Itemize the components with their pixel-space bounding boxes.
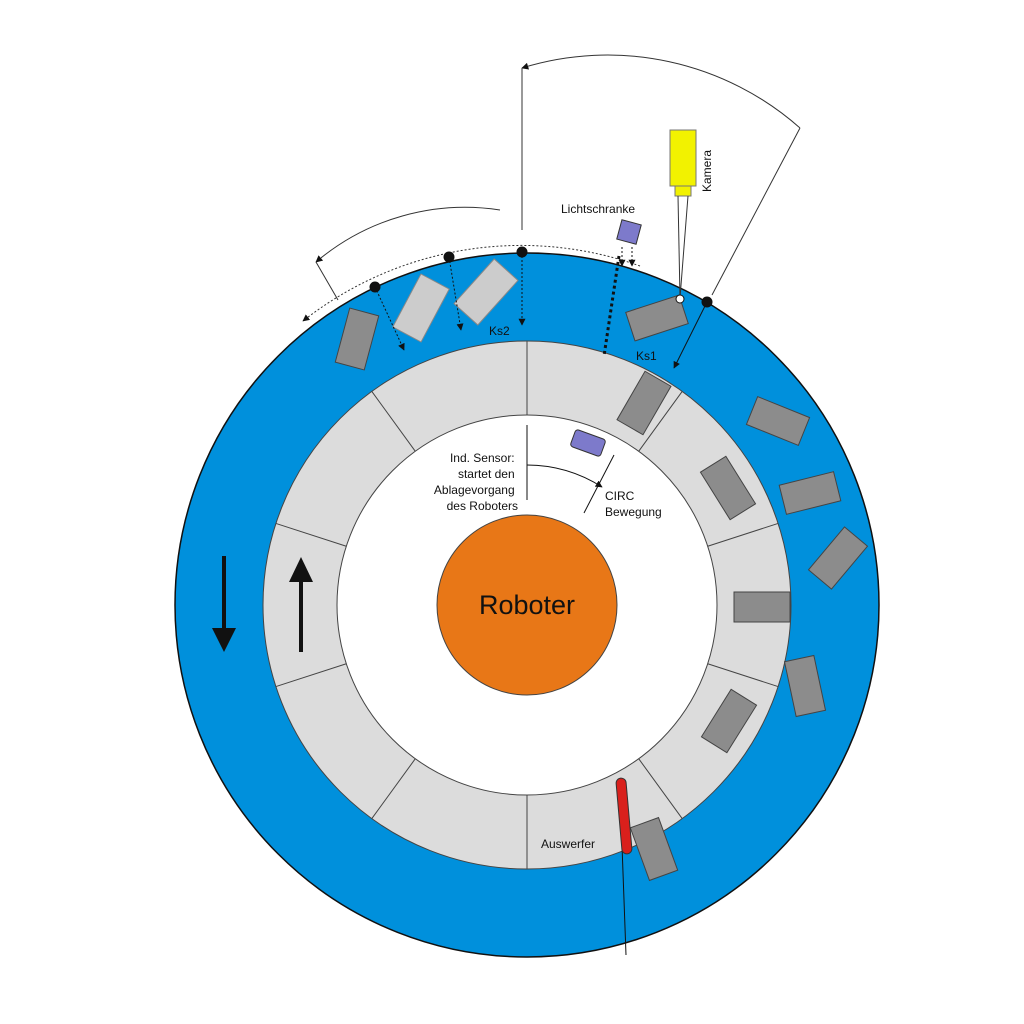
segment-divider	[638, 758, 683, 819]
segment-divider	[638, 391, 683, 452]
part	[733, 591, 791, 623]
inductive-sensor-icon	[570, 429, 606, 457]
circ-text-line: Bewegung	[605, 505, 662, 519]
sensor-text-line: Ind. Sensor:	[450, 451, 515, 465]
range-arcs	[302, 54, 801, 322]
range-line	[711, 127, 801, 296]
sensor-text: Ind. Sensor: startet den Ablagevorgang d…	[434, 451, 518, 513]
segment-divider	[707, 522, 779, 547]
segment-divider	[371, 391, 416, 452]
camera-label: Kamera	[700, 150, 714, 192]
sensor-text-line: Ablagevorgang	[434, 483, 515, 497]
ejector-label: Auswerfer	[541, 837, 595, 851]
camera-ray	[677, 195, 681, 299]
camera-target	[675, 294, 685, 304]
segment-divider	[707, 663, 779, 688]
part	[700, 688, 758, 754]
segment-divider	[371, 758, 416, 819]
pick-arrow	[448, 256, 464, 331]
pick-arrow	[673, 301, 708, 369]
robot-label: Roboter	[479, 590, 575, 620]
part	[783, 654, 827, 718]
ks2-label: Ks2	[489, 324, 510, 338]
part	[629, 816, 679, 882]
part	[699, 455, 757, 521]
light-barrier-icon	[616, 219, 642, 245]
rim-arc	[302, 244, 641, 322]
circ-arc	[526, 464, 603, 488]
table-segments	[275, 341, 779, 869]
light-barrier-beam	[602, 255, 621, 357]
segment-divider	[275, 522, 347, 547]
pick-points	[369, 246, 713, 369]
parts-on-conveyor	[334, 294, 869, 718]
ejector-bar	[615, 777, 633, 855]
part	[616, 370, 672, 436]
camera-ray	[679, 195, 689, 299]
part-lifted	[453, 258, 519, 326]
part	[807, 526, 869, 590]
part	[778, 471, 842, 515]
pick-arrow	[374, 286, 405, 351]
camera-icon	[669, 129, 697, 187]
inductive-sensor	[526, 425, 615, 514]
lifted-parts	[392, 258, 519, 343]
arrow-up-icon	[289, 557, 313, 652]
light-barrier: Lichtschranke	[561, 202, 642, 357]
sensor-text-line: des Roboters	[447, 499, 518, 513]
robot	[436, 514, 618, 696]
part-lifted	[392, 273, 450, 343]
part	[625, 294, 689, 342]
segment-divider	[275, 663, 347, 688]
part	[334, 307, 380, 371]
parts-on-table	[616, 370, 791, 882]
small-range-arc	[315, 206, 501, 263]
camera: Kamera	[669, 129, 714, 304]
circ-text-line: CIRC	[605, 489, 635, 503]
direction-arrows	[212, 556, 313, 652]
light-barrier-label: Lichtschranke	[561, 202, 635, 216]
ks1-label: Ks1	[636, 349, 657, 363]
large-range-arc	[521, 54, 801, 129]
camera-lens	[674, 185, 692, 197]
arrow-down-icon	[212, 556, 236, 652]
sensor-text-line: startet den	[458, 467, 515, 481]
part	[745, 395, 811, 447]
ejector: Auswerfer	[541, 777, 633, 956]
range-line	[315, 261, 339, 301]
circ-text: CIRC Bewegung	[605, 489, 662, 519]
